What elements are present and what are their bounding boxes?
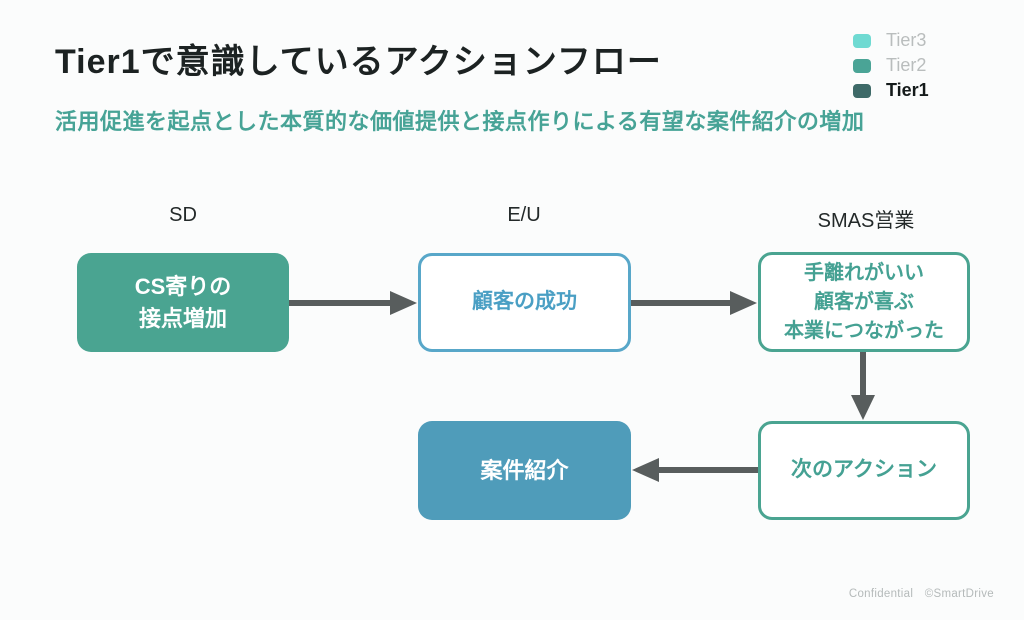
arrow-cs-to-success-line [289, 300, 392, 306]
tier2-label: Tier2 [886, 55, 927, 75]
legend-row-tier1: Tier1 [853, 78, 929, 103]
tier2-swatch [853, 58, 871, 73]
page-title: Tier1で意識しているアクションフロー [55, 43, 662, 81]
tier3-label: Tier3 [886, 30, 927, 50]
column-header-eu: E/U [507, 204, 541, 226]
arrow-right-icon [390, 291, 417, 315]
footer-note: Confidential ©SmartDrive [849, 588, 994, 600]
flow-node-customer-success: 顧客の成功 [418, 253, 631, 352]
tier-legend: Tier3 Tier2 Tier1 [853, 28, 929, 103]
flow-node-referral: 案件紹介 [418, 421, 631, 520]
node-text-line: 次のアクション [791, 458, 937, 482]
column-header-sd: SD [169, 204, 197, 226]
slide-subtitle: 活用促進を起点とした本質的な価値提供と接点作りによる有望な案件紹介の増加 [55, 109, 865, 134]
legend-row-tier2: Tier2 [853, 53, 929, 78]
copyright-label: ©SmartDrive [924, 588, 994, 600]
flow-node-cs-contact: CS寄りの 接点増加 [77, 253, 289, 352]
column-header-smas: SMAS営業 [817, 210, 915, 232]
node-text-line: 顧客が喜ぶ [814, 290, 914, 313]
confidential-label: Confidential [848, 588, 914, 600]
arrow-right-icon [730, 291, 757, 315]
arrow-outcomes-to-next-line [860, 352, 866, 397]
tier3-swatch [853, 33, 871, 48]
node-text-line: CS寄りの [134, 273, 232, 299]
node-text-line: 本業につながった [784, 319, 944, 342]
node-text-line: 案件紹介 [480, 457, 569, 483]
node-text-line: 手離れがいい [804, 261, 924, 284]
tier1-swatch [853, 83, 871, 98]
node-text-line: 接点増加 [138, 305, 227, 331]
flow-node-outcomes: 手離れがいい 顧客が喜ぶ 本業につながった [758, 252, 970, 352]
arrow-success-to-outcomes-line [631, 300, 732, 306]
arrow-left-icon [632, 458, 659, 482]
arrow-down-icon [851, 395, 875, 420]
node-text-line: 顧客の成功 [472, 290, 577, 314]
legend-row-tier3: Tier3 [853, 28, 929, 53]
arrow-next-to-referral-line [658, 467, 758, 473]
tier1-label: Tier1 [886, 80, 929, 100]
flow-node-next-action: 次のアクション [758, 421, 970, 520]
